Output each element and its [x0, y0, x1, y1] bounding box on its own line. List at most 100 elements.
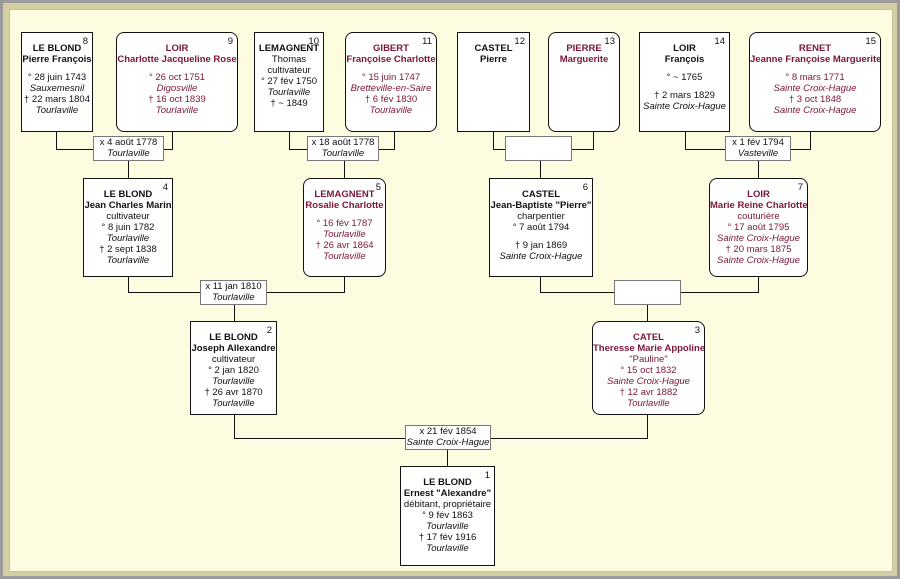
person-box-2[interactable]: 2 LE BLOND Joseph Allexandre cultivateur… [190, 321, 277, 415]
connector [685, 131, 686, 149]
given-name: Thomas [271, 54, 307, 65]
occupation: cultivateur [267, 65, 311, 76]
given-name: François [664, 54, 705, 65]
surname: PIERRE [566, 43, 602, 54]
death-place: Sainte Croix-Hague [717, 255, 800, 266]
connector [234, 414, 235, 438]
sosa-number: 9 [227, 36, 233, 47]
death-date: † 26 avr 1870 [204, 387, 263, 398]
marriage-box-10-11: x 18 août 1778 Tourlaville [307, 136, 379, 161]
marriage-place: Sainte Croix-Hague [406, 437, 490, 448]
sosa-number: 8 [82, 36, 88, 47]
occupation: charpentier [517, 211, 565, 222]
death-date: † 17 fév 1916 [418, 532, 477, 543]
death-date: † ~ 1849 [270, 98, 308, 109]
given-name: Pierre [480, 54, 507, 65]
marriage-place: Tourlaville [107, 148, 150, 159]
death-place: Tourlaville [155, 105, 199, 116]
connector [647, 414, 648, 438]
nickname: "Pauline" [629, 354, 668, 365]
birth-date: ° 27 fév 1750 [260, 76, 318, 87]
birth-place: Bretteville-en-Saire [350, 83, 432, 94]
birth-place: Sauxemesnil [29, 83, 85, 94]
birth-place: Sainte Croix-Hague [717, 233, 800, 244]
marriage-date: x 4 août 1778 [99, 137, 158, 148]
death-date: † 3 oct 1848 [788, 94, 842, 105]
sosa-number: 6 [582, 182, 588, 193]
surname: GIBERT [373, 43, 409, 54]
birth-place: Sainte Croix-Hague [607, 376, 690, 387]
connector [540, 161, 541, 179]
person-box-1[interactable]: 1 LE BLOND Ernest "Alexandre" débitant, … [400, 466, 495, 566]
person-box-5[interactable]: 5 LEMAGNENT Rosalie Charlotte ° 16 fév 1… [303, 178, 386, 277]
sosa-number: 13 [604, 36, 615, 47]
given-name: Joseph Allexandre [191, 343, 276, 354]
sosa-number: 2 [266, 325, 272, 336]
person-box-10[interactable]: 10 LEMAGNENT Thomas cultivateur ° 27 fév… [254, 32, 324, 132]
person-box-9[interactable]: 9 LOIR Charlotte Jacqueline Rose ° 26 oc… [116, 32, 238, 132]
death-place: Tourlaville [323, 251, 366, 262]
connector [128, 161, 129, 179]
birth-date: ° 16 fév 1787 [316, 218, 373, 229]
surname: LE BLOND [209, 332, 258, 343]
occupation: cultivateur [106, 211, 150, 222]
death-place: Tourlaville [369, 105, 413, 116]
marriage-box-2-3: x 21 fév 1854 Sainte Croix-Hague [405, 425, 491, 450]
given-name: Jeanne Françoise Marguerite [750, 54, 880, 65]
death-place: Sainte Croix-Hague [773, 105, 857, 116]
death-date: † 12 avr 1882 [619, 387, 678, 398]
birth-date: ° 8 mars 1771 [785, 72, 845, 83]
death-place: Tourlaville [35, 105, 79, 116]
birth-date: ° 2 jan 1820 [208, 365, 259, 376]
sosa-number: 14 [714, 36, 725, 47]
death-place: Tourlaville [106, 255, 150, 266]
surname: LEMAGNENT [314, 189, 375, 200]
person-box-8[interactable]: 8 LE BLOND Pierre François ° 28 juin 174… [21, 32, 93, 132]
sosa-number: 15 [865, 36, 876, 47]
person-box-12[interactable]: 12 CASTEL Pierre [457, 32, 530, 132]
marriage-box-4-5: x 11 jan 1810 Tourlaville [200, 280, 267, 305]
marriage-date: x 11 jan 1810 [205, 281, 262, 292]
birth-date: ° 15 oct 1832 [620, 365, 677, 376]
person-box-15[interactable]: 15 RENET Jeanne Françoise Marguerite ° 8… [749, 32, 881, 132]
connector [758, 276, 759, 292]
marriage-place: Tourlaville [321, 148, 365, 159]
given-name: Marie Reine Charlotte [710, 200, 807, 211]
person-box-11[interactable]: 11 GIBERT Françoise Charlotte ° 15 juin … [345, 32, 437, 132]
person-box-7[interactable]: 7 LOIR Marie Reine Charlotte couturière … [709, 178, 808, 277]
given-name: Françoise Charlotte [346, 54, 436, 65]
death-place: Tourlaville [426, 543, 469, 554]
given-name: Marguerite [559, 54, 609, 65]
surname: LE BLOND [32, 43, 82, 54]
given-name: Theresse Marie Appoline [593, 343, 704, 354]
birth-place: Tourlaville [212, 376, 255, 387]
connector [593, 131, 594, 149]
person-box-13[interactable]: 13 PIERRE Marguerite [548, 32, 620, 132]
surname: CASTEL [522, 189, 560, 200]
connector [234, 305, 235, 322]
connector [289, 131, 290, 149]
person-box-4[interactable]: 4 LE BLOND Jean Charles Marin cultivateu… [83, 178, 173, 277]
person-box-3[interactable]: 3 CATEL Theresse Marie Appoline "Pauline… [592, 321, 705, 415]
occupation: débitant, propriétaire [403, 499, 492, 510]
death-place: Tourlaville [212, 398, 255, 409]
birth-place: Digosville [156, 83, 198, 94]
person-box-6[interactable]: 6 CASTEL Jean-Baptiste "Pierre" charpent… [489, 178, 593, 277]
death-date: † 20 mars 1875 [725, 244, 792, 255]
marriage-date: x 1 fév 1794 [732, 137, 784, 148]
person-box-14[interactable]: 14 LOIR François ° ~ 1765 † 2 mars 1829 … [639, 32, 730, 132]
death-date: † 16 oct 1839 [148, 94, 206, 105]
death-date: † 26 avr 1864 [315, 240, 374, 251]
sosa-number: 10 [308, 36, 319, 47]
birth-place: Sainte Croix-Hague [773, 83, 857, 94]
connector [172, 131, 173, 149]
occupation: cultivateur [211, 354, 256, 365]
given-name: Pierre François [22, 54, 92, 65]
given-name: Ernest "Alexandre" [403, 488, 492, 499]
death-date: † 2 mars 1829 [654, 90, 715, 101]
marriage-box-6-7 [614, 280, 681, 305]
surname: LOIR [747, 189, 770, 200]
pedigree-chart: 8 LE BLOND Pierre François ° 28 juin 174… [9, 9, 893, 572]
sosa-number: 5 [375, 182, 381, 193]
death-date: † 22 mars 1804 [23, 94, 90, 105]
